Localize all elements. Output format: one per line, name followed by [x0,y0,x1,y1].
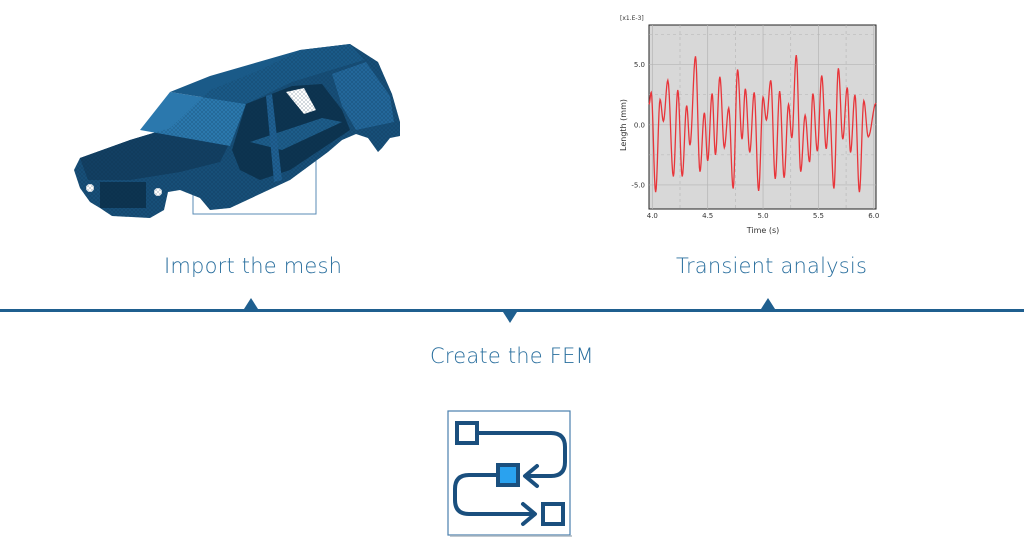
x-tick-label: 6.0 [868,212,879,220]
timeline-marker-transient-analysis [761,298,775,309]
y-tick-label: -5.0 [631,181,645,189]
y-tick-label: 5.0 [634,61,645,69]
y-tick-label: 0.0 [634,121,645,129]
timeline-marker-import-mesh [244,298,258,309]
plot-area [648,24,877,210]
x-tick-label: 5.5 [813,212,824,220]
x-axis-label: Time (s) [746,226,780,235]
flow-node-end [541,502,565,526]
arrow-right-icon [521,502,537,526]
step-label-create-fem: Create the FEM [430,344,594,368]
step-label-import-mesh: Import the mesh [164,254,343,278]
x-tick-label: 4.0 [647,212,658,220]
flow-connector [475,431,567,478]
scale-note: [x1.E-3] [620,15,644,22]
x-tick-label: 4.5 [702,212,713,220]
car-mesh-overlay [74,44,400,218]
workflow-icon [447,410,572,537]
timeline-line [0,309,1024,312]
flow-node-active [496,463,520,487]
grid [649,25,876,209]
series-line-length [648,54,877,193]
transient-chart: [x1.E-3] -5.0 0.0 5.0 4.0 4.5 5.0 5.5 6.0 Leng… [619,15,880,235]
flow-connector [453,473,535,516]
x-tick-labels: 4.0 4.5 5.0 5.5 6.0 [647,212,880,220]
step-label-transient-analysis: Transient analysis [676,254,868,278]
arrow-left-icon [523,464,539,488]
car-mesh-image [74,44,400,218]
y-axis-label: Length (mm) [619,99,628,151]
timeline-marker-create-fem [503,312,517,323]
flow-node-start [455,421,479,445]
y-tick-labels: -5.0 0.0 5.0 [631,61,645,189]
x-tick-label: 5.0 [757,212,768,220]
